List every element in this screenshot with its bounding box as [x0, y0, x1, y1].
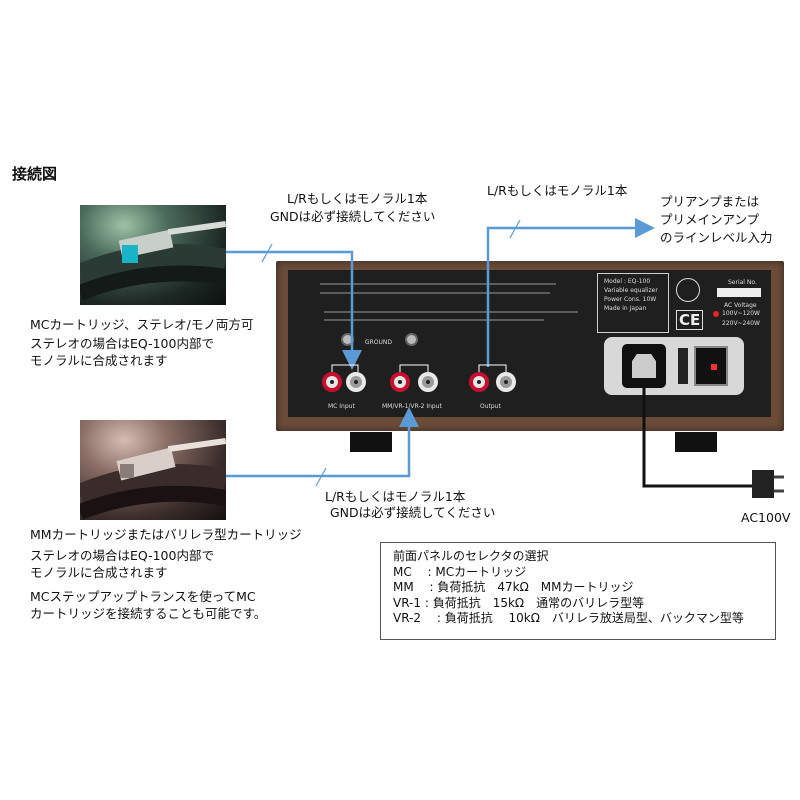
ac-inlet[interactable]: [622, 344, 666, 388]
power-switch[interactable]: [694, 346, 728, 386]
foot-left: [350, 432, 392, 452]
legend-title: 前面パネルのセレクタの選択: [393, 549, 549, 563]
cartridge-icon: [80, 220, 226, 301]
mc-cable: [226, 250, 362, 370]
ac-label: AC100V: [741, 510, 791, 525]
mm-text-line4: MCステップアップトランスを使ってMC: [30, 589, 256, 604]
mm-input-r-jack[interactable]: [390, 372, 410, 392]
power-cord: [642, 384, 752, 488]
output-r-jack[interactable]: [469, 372, 489, 392]
mm-text-line5: カートリッジを接続することも可能です。: [30, 606, 267, 621]
output-label: Output: [480, 403, 501, 410]
ce-mark-icon: CE: [676, 310, 704, 330]
serial-title: Serial No.: [728, 279, 757, 286]
callout-mm-line1: L/Rもしくはモノラル1本: [325, 489, 466, 504]
legend-row: MM : 負荷抵抗 47kΩ MMカートリッジ: [393, 580, 634, 594]
voltage-1: 100V~120W: [722, 310, 760, 317]
spec-power: Power Cons. 10W: [604, 296, 657, 303]
mm-input-l-jack[interactable]: [418, 372, 438, 392]
spec-label: Model : EQ-100 Variable equalizer Power …: [597, 273, 669, 333]
plug-icon: [752, 470, 774, 498]
mm-text-line2: ステレオの場合はEQ-100内部で: [30, 548, 214, 563]
mm-text-line1: MMカートリッジまたはバリレラ型カートリッジ: [30, 527, 302, 542]
mm-text-line3: モノラルに合成されます: [30, 565, 168, 580]
callout-mc-line2: GNDは必ず接続してください: [270, 209, 436, 224]
spec-made: Made in Japan: [604, 305, 647, 312]
mc-text-line2: ステレオの場合はEQ-100内部で: [30, 336, 214, 351]
callout-output: L/Rもしくはモノラル1本: [487, 183, 628, 198]
legend-row: MC : MCカートリッジ: [393, 564, 527, 579]
mc-input-r-jack[interactable]: [322, 372, 342, 392]
mc-cartridge-photo: [80, 205, 226, 305]
voltage-2: 220V~240W: [722, 320, 760, 327]
cartridge-icon: [80, 437, 226, 520]
foot-right: [675, 432, 717, 452]
panel-print: [320, 283, 578, 321]
ground-label: GROUND: [365, 339, 393, 346]
callout-preamp-line2: プリメインアンプ: [660, 212, 760, 227]
mm-cartridge-photo: [80, 420, 226, 520]
fuse-holder: [678, 348, 688, 384]
mm-cable: [226, 407, 419, 478]
power-indicator-icon: [711, 364, 717, 370]
diagram-title: 接続図: [12, 165, 58, 183]
callout-mm-line2: GNDは必ず接続してください: [330, 505, 496, 520]
callout-preamp-line1: プリアンプまたは: [660, 194, 760, 209]
mc-input-label: MC Input: [328, 403, 355, 410]
ac-voltage-title: AC Voltage: [724, 302, 757, 309]
pse-mark-icon: [676, 278, 700, 302]
mc-text-line3: モノラルに合成されます: [30, 353, 168, 368]
voltage-indicator: [713, 311, 719, 317]
mm-input-label: MM/VR-1/VR-2 Input: [382, 403, 442, 410]
selector-legend: 前面パネルのセレクタの選択 MC : MCカートリッジ MM : 負荷抵抗 47…: [380, 542, 776, 640]
callout-mc-line1: L/Rもしくはモノラル1本: [287, 191, 428, 206]
callout-preamp-line3: のラインレベル入力: [660, 230, 773, 245]
mc-text-line1: MCカートリッジ、ステレオ/モノ両方可: [30, 317, 254, 332]
spec-model: Model : EQ-100: [604, 278, 651, 285]
spec-product: Variable equalizer: [604, 287, 658, 294]
output-cable: [486, 218, 655, 367]
output-l-jack[interactable]: [496, 372, 516, 392]
legend-row: VR-1 : 負荷抵抗 15kΩ 通常のバリレラ型等: [393, 595, 645, 610]
mc-input-l-jack[interactable]: [346, 372, 366, 392]
serial-sticker: [717, 288, 761, 297]
legend-row: VR-2 : 負荷抵抗 10kΩ バリレラ放送局型、バックマン型等: [393, 611, 744, 625]
ground-terminal-right[interactable]: [405, 333, 418, 346]
